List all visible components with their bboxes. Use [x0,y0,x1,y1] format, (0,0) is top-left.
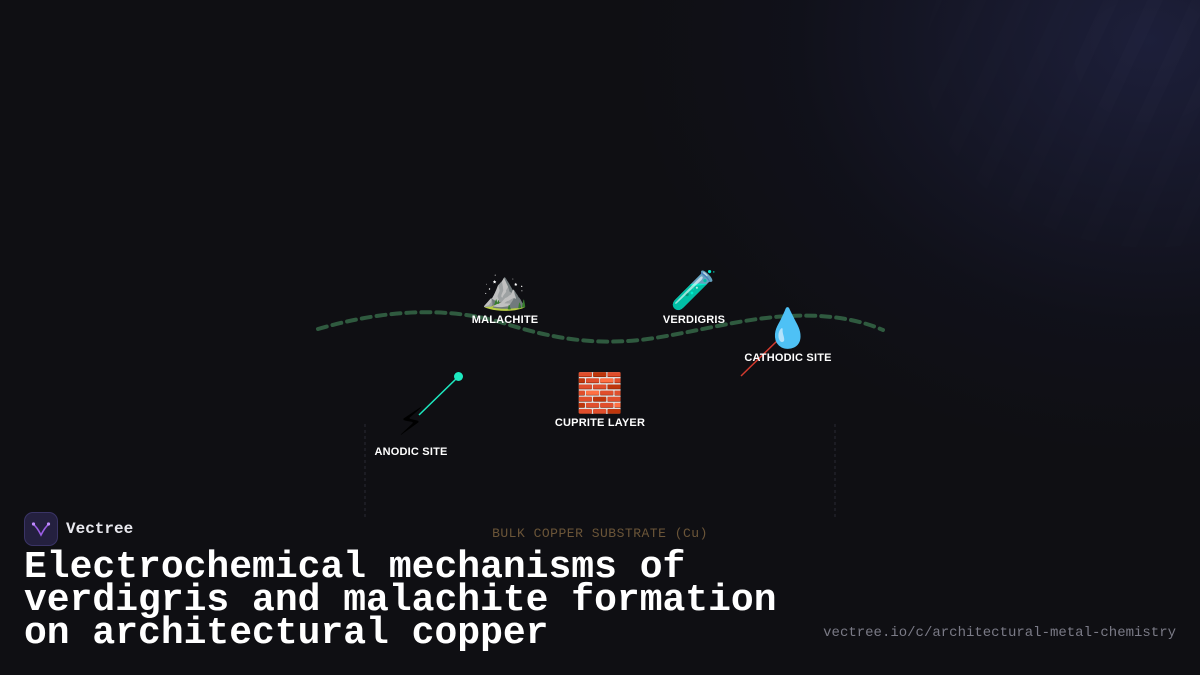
brand[interactable]: Vectree [24,512,133,546]
cathodic-connector-line [740,339,779,377]
source-url[interactable]: vectree.io/c/architectural-metal-chemist… [823,625,1176,641]
cuprite-layer-label: CUPRITE LAYER [554,417,646,429]
patina-surface-line [316,310,885,344]
verdigris-label: VERDIGRIS [662,314,726,326]
malachite-node: ⛰️ MALACHITE [472,268,539,326]
page-title: Electrochemical mechanisms of verdigris … [24,546,777,655]
brand-name: Vectree [66,520,134,538]
droplet-icon: 💧 [764,306,812,350]
cathodic-site-node: 💧 CATHODIC SITE [744,306,831,364]
substrate-label: BULK COPPER SUBSTRATE (Cu) [492,526,708,541]
anodic-site-label: ANODIC SITE [374,446,448,458]
cathodic-site-label: CATHODIC SITE [744,352,832,364]
malachite-label: MALACHITE [471,314,539,326]
brick-icon: 🧱 [576,371,624,415]
anodic-connector-dot [454,372,463,381]
test-tube-icon: 🧪 [670,268,718,312]
mountain-icon: ⛰️ [481,268,529,312]
anodic-site-node: ⚡ ANODIC SITE [374,400,447,458]
cuprite-layer-node: 🧱 CUPRITE LAYER [555,371,645,429]
lightning-icon: ⚡ [397,400,425,444]
anodic-connector-line [418,376,459,416]
verdigris-node: 🧪 VERDIGRIS [663,268,725,326]
vectree-logo-icon [24,512,58,546]
